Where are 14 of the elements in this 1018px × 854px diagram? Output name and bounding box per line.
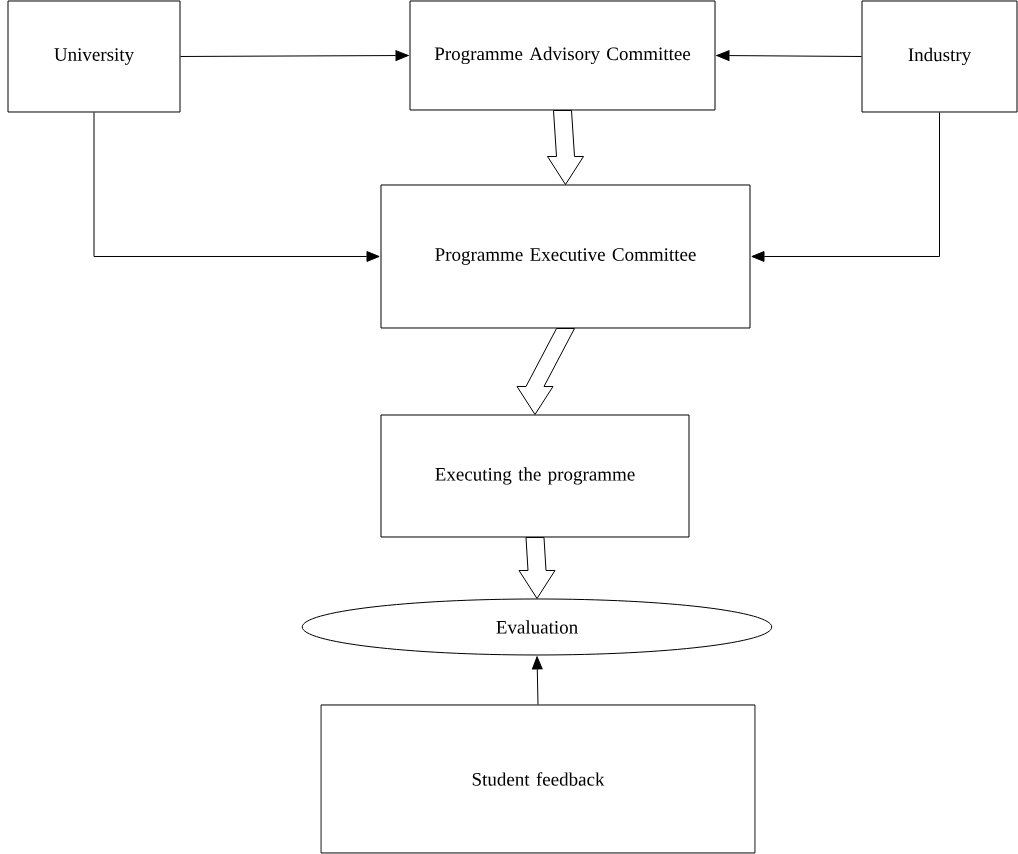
process-box: Student feedback	[320, 704, 756, 854]
process-box: Industry	[861, 0, 1018, 113]
arrow	[180, 50, 409, 61]
arrow	[716, 50, 862, 61]
block-arrow	[516, 328, 575, 415]
arrow	[531, 656, 543, 705]
block-arrow	[547, 110, 584, 185]
arrow	[93, 112, 380, 262]
process-box: Executing the programme	[380, 414, 690, 538]
process-box: Programme Advisory Committee	[409, 0, 716, 111]
process-box: Programme Executive Committee	[380, 184, 751, 329]
process-box: University	[7, 0, 181, 113]
block-arrow	[518, 537, 556, 599]
arrow	[751, 112, 940, 262]
